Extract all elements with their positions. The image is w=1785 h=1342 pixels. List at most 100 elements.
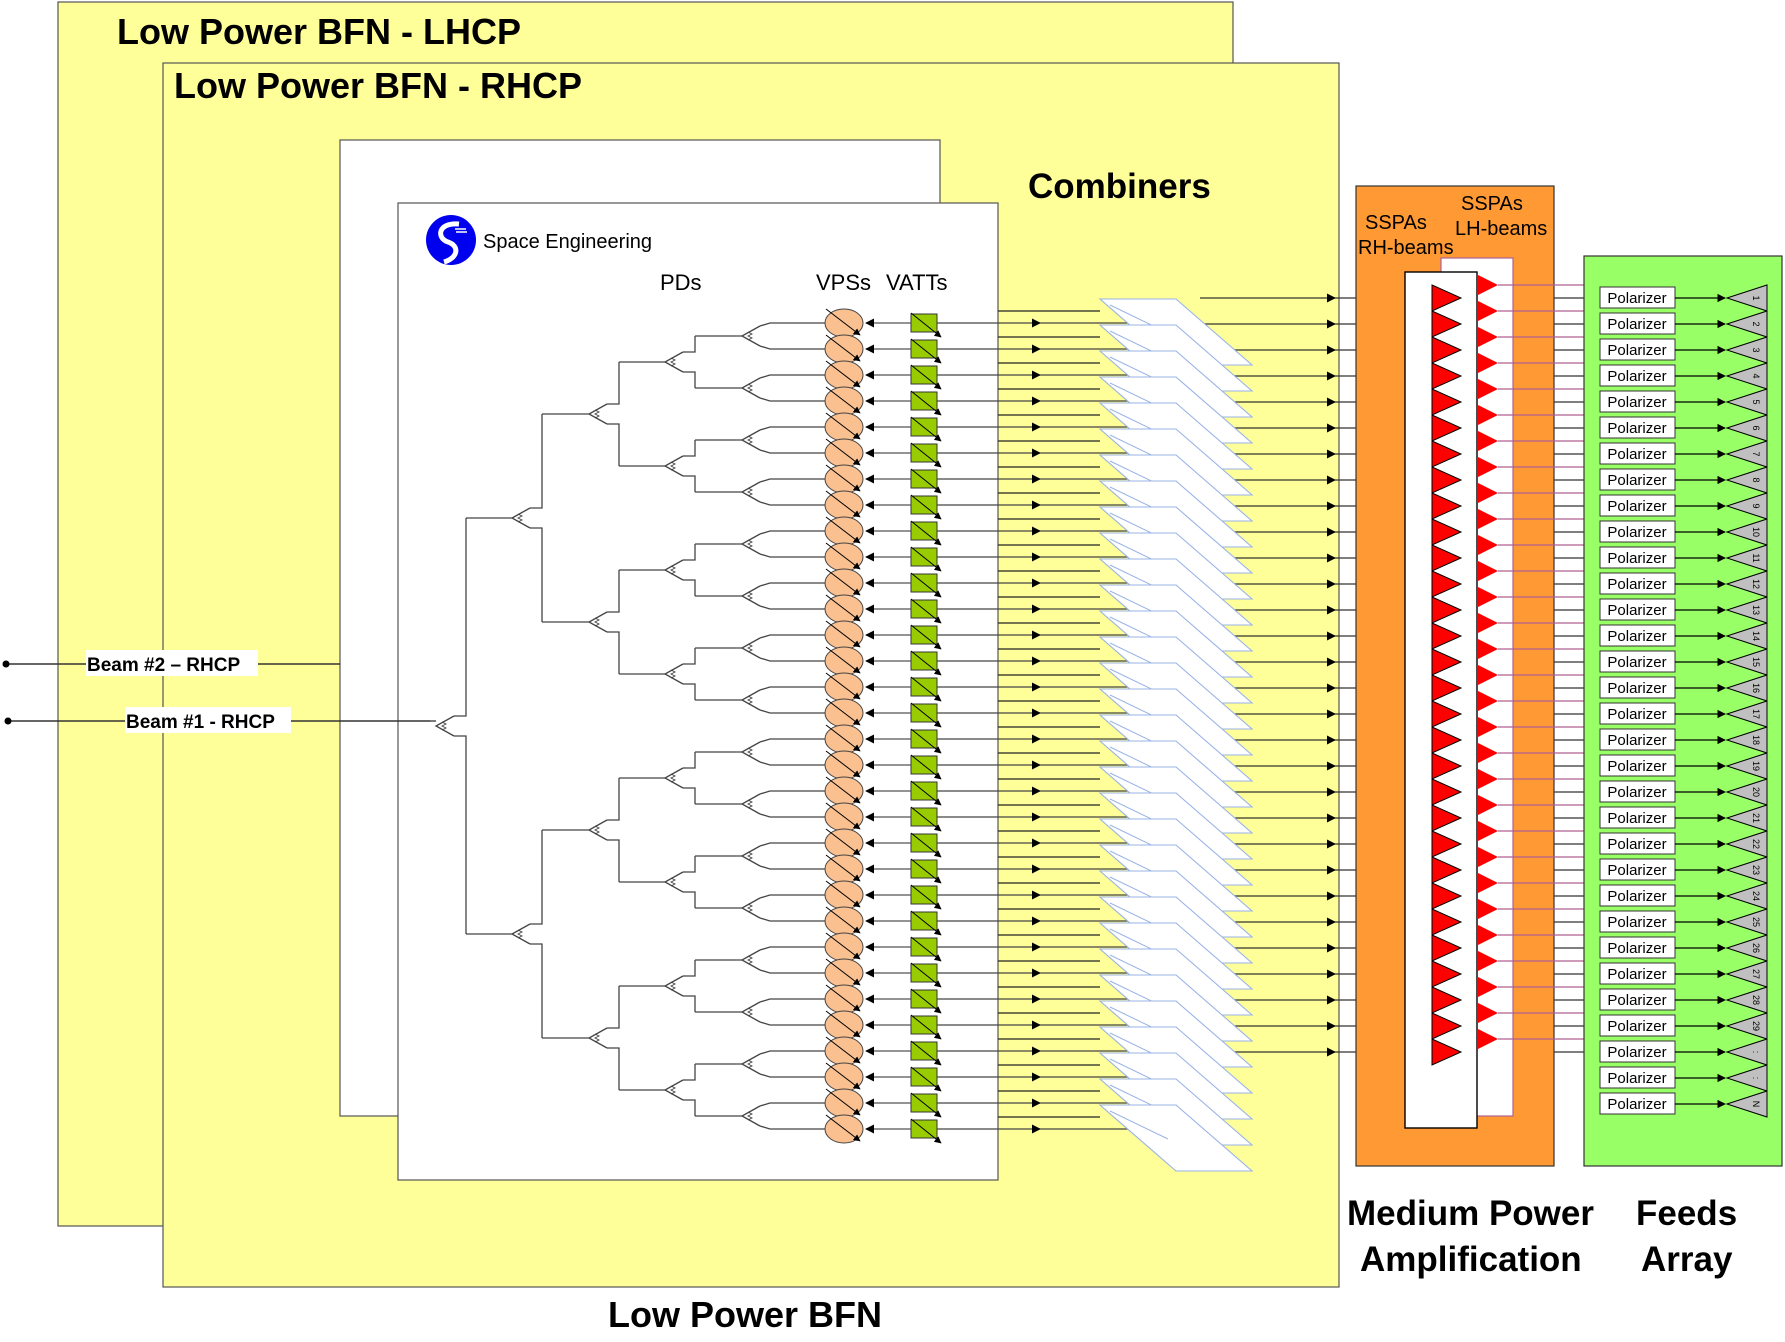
polarizer-label: Polarizer	[1607, 1018, 1666, 1035]
amplifier-icon	[1478, 769, 1498, 789]
feed-number: 9	[1751, 503, 1761, 508]
feed-horn-icon	[1725, 752, 1768, 780]
feed-horn-icon	[1725, 466, 1768, 494]
feed-horn-icon	[1725, 544, 1768, 572]
sspa-amplifiers	[1431, 275, 1605, 1066]
sspa-rh-amplifier	[1431, 778, 1463, 806]
amplifier-icon	[1431, 492, 1463, 520]
amplifier-icon	[1478, 457, 1498, 477]
power-divider	[740, 998, 825, 1026]
power-divider	[740, 842, 825, 870]
vps-phase-shifter	[824, 750, 864, 780]
amplifier-icon	[1478, 379, 1498, 399]
feed-horn-icon	[1725, 986, 1768, 1014]
power-divider	[740, 478, 825, 506]
amplifier-icon	[1478, 951, 1498, 971]
power-divider	[663, 959, 742, 1013]
polarizer-label: Polarizer	[1607, 524, 1666, 541]
amplifier-icon	[1478, 873, 1498, 893]
sspa-rh-amplifier	[1431, 804, 1463, 832]
polarizer-label: Polarizer	[1607, 394, 1666, 411]
feed-number: 1	[1751, 295, 1761, 300]
polarizer-label: Polarizer	[1607, 368, 1666, 385]
amplifier-icon	[1431, 440, 1463, 468]
divider-icon	[740, 1001, 761, 1023]
vps-phase-shifter	[824, 958, 864, 988]
vps-phase-shifter	[824, 412, 864, 442]
sspa-rh-amplifier	[1431, 440, 1463, 468]
sspa-rh-amplifier	[1431, 830, 1463, 858]
amplifier-icon	[1431, 752, 1463, 780]
divider-icon	[740, 481, 761, 503]
amplifier-icon	[1431, 856, 1463, 884]
amplifier-icon	[1478, 795, 1498, 815]
sspa-rh-amplifier	[1431, 882, 1463, 910]
polarizer-label: Polarizer	[1607, 836, 1666, 853]
feed-number: 5	[1751, 399, 1761, 404]
sspa-rh-amplifier	[1431, 336, 1463, 364]
feed-horn-icon	[1725, 362, 1768, 390]
polarizer-label: Polarizer	[1607, 940, 1666, 957]
vps-phase-shifter	[824, 828, 864, 858]
feed-horn-icon	[1725, 1064, 1768, 1092]
beam1-label: Beam #1 - RHCP	[126, 712, 275, 733]
polarizer-label: Polarizer	[1607, 914, 1666, 931]
sspa-rh-amplifier	[1431, 856, 1463, 884]
feed-number: 23	[1751, 865, 1761, 875]
polarizer-label: Polarizer	[1607, 446, 1666, 463]
amplifier-icon	[1478, 639, 1498, 659]
feed-number: 12	[1751, 579, 1761, 589]
feed-horn-icon	[1725, 960, 1768, 988]
sspa-rh-amplifier	[1431, 310, 1463, 338]
power-divider-tree	[430, 322, 825, 1130]
vatt-attenuator	[910, 624, 942, 650]
amplifier-icon	[1478, 925, 1498, 945]
divider-icon	[740, 793, 761, 815]
divider-icon	[740, 325, 761, 347]
divider-icon	[740, 637, 761, 659]
sspa-rh-label-2: RH-beams	[1358, 237, 1454, 259]
divider-icon	[740, 585, 761, 607]
amplifier-icon	[1431, 544, 1463, 572]
combiner-icon	[1098, 1104, 1254, 1172]
amplifier-icon	[1431, 778, 1463, 806]
power-divider	[740, 1050, 825, 1078]
power-divider	[740, 1102, 825, 1130]
vps-phase-shifter	[824, 438, 864, 468]
polarizer-label: Polarizer	[1607, 706, 1666, 723]
power-divider	[587, 361, 665, 467]
amplifier-icon	[1431, 830, 1463, 858]
vps-phase-shifter	[824, 386, 864, 416]
power-divider	[663, 439, 742, 493]
feed-number: 8	[1751, 477, 1761, 482]
logo-icon	[426, 215, 476, 265]
sspa-rh-amplifier	[1431, 492, 1463, 520]
logo-text: Space Engineering	[483, 231, 652, 253]
vps-phase-shifter	[824, 1062, 864, 1092]
amplifier-icon	[1431, 518, 1463, 546]
power-divider	[740, 582, 825, 610]
power-divider	[740, 894, 825, 922]
vps-phase-shifter	[824, 1114, 864, 1144]
amplifier-icon	[1478, 353, 1498, 373]
feed-horn-icon	[1725, 700, 1768, 728]
polarizer-label: Polarizer	[1607, 472, 1666, 489]
polarizer-label: Polarizer	[1607, 420, 1666, 437]
amplifier-icon	[1478, 509, 1498, 529]
sspa-rh-amplifier	[1431, 934, 1463, 962]
feed-number: 14	[1751, 631, 1761, 641]
power-divider	[434, 517, 512, 935]
sspa-rh-amplifier	[1431, 388, 1463, 416]
